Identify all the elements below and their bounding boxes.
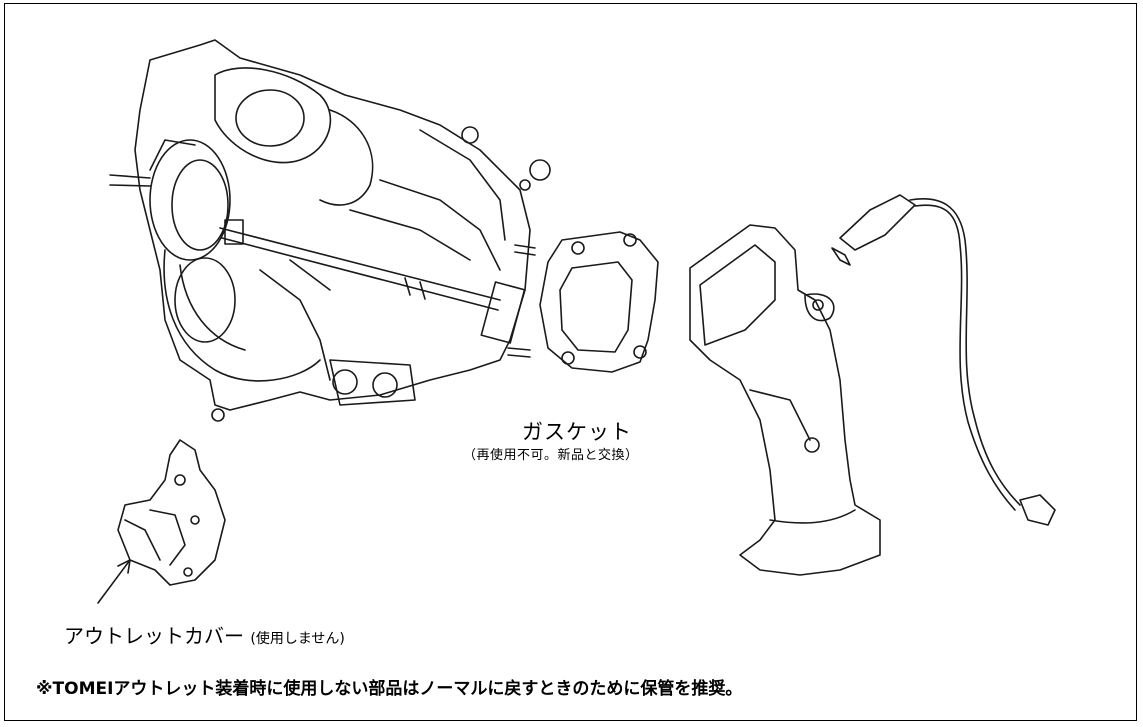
- outlet-cover-drawing: [117, 439, 226, 586]
- turbocharger-drawing: [109, 39, 551, 422]
- footer-note: ※TOMEIアウトレット装着時に使用しない部品はノーマルに戻すときのために保管を…: [36, 679, 743, 699]
- outlet-cover-note: (使用しません): [250, 631, 345, 647]
- gasket-drawing: [539, 231, 659, 373]
- diagram-frame: [4, 3, 1137, 721]
- cover-pointer-arrow: [97, 559, 131, 604]
- outlet-pipe-drawing: [689, 224, 881, 576]
- outlet-cover-label: アウトレットカバー (使用しません): [64, 620, 345, 649]
- gasket-note: （再使用不可。新品と交換）: [463, 448, 639, 463]
- o2-sensor-drawing: [831, 194, 1056, 526]
- gasket-label: ガスケット: [522, 420, 632, 444]
- outlet-cover-name: アウトレットカバー: [64, 624, 244, 648]
